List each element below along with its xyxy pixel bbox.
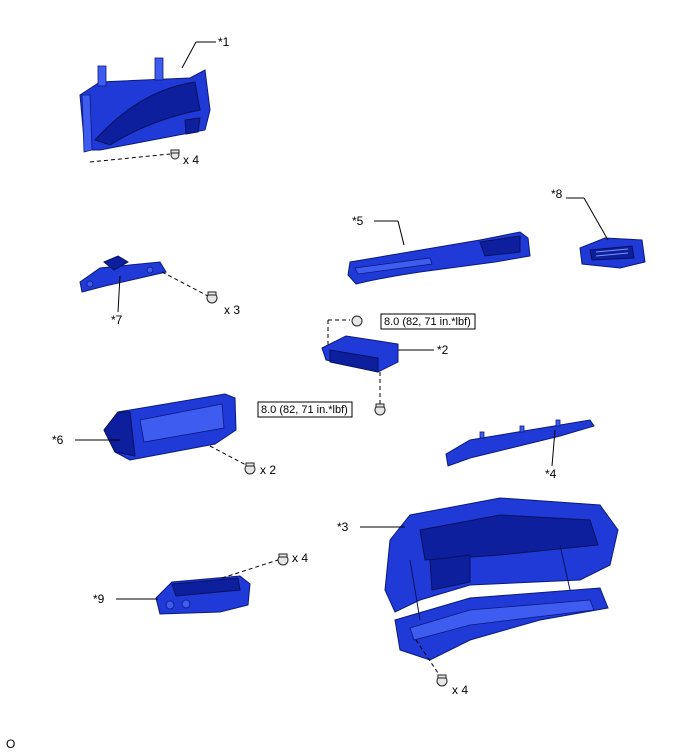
screw-lower-module: [374, 403, 386, 416]
callout-9: *9: [93, 592, 105, 606]
part-8-register: [579, 237, 646, 269]
part-2-module: [321, 335, 399, 373]
qty-meter: x 4: [183, 153, 199, 167]
callout-1: *1: [218, 35, 230, 49]
callout-6: *6: [52, 433, 64, 447]
qty-bracket7: x 3: [224, 303, 240, 317]
part-1-combination-meter: [79, 57, 211, 153]
part-5-instrument-panel-upper: [347, 231, 531, 285]
screw-glovebox: [436, 674, 448, 687]
part-9-switch-panel: [155, 575, 251, 615]
screw-meter: [170, 149, 180, 160]
screw-panel9: [277, 553, 289, 566]
part-3-glove-box: [384, 497, 619, 661]
torque-label-lower: 8.0 (82, 71 in.*lbf): [257, 401, 353, 418]
screw-upper-module: [351, 315, 363, 327]
qty-glovebox: x 4: [452, 683, 468, 697]
part-6-display: [103, 393, 237, 461]
callout-8: *8: [551, 187, 563, 201]
callout-4: *4: [545, 467, 557, 481]
svg-text:8.0 (82, 71 in.*lbf): 8.0 (82, 71 in.*lbf): [384, 316, 471, 328]
qty-display6: x 2: [260, 463, 276, 477]
screw-bracket7: [206, 291, 218, 304]
diagram-code: O: [6, 737, 16, 751]
svg-text:8.0 (82, 71 in.*lbf): 8.0 (82, 71 in.*lbf): [261, 404, 348, 416]
callout-7: *7: [111, 313, 123, 327]
torque-label-upper: 8.0 (82, 71 in.*lbf): [380, 313, 476, 330]
callout-3: *3: [337, 520, 349, 534]
screw-display6: [244, 462, 256, 475]
part-4-lower-trim-strip: [445, 419, 595, 467]
callout-2: *2: [437, 343, 449, 357]
qty-panel9: x 4: [292, 551, 308, 565]
callout-5: *5: [352, 214, 364, 228]
part-7-bracket: [79, 255, 167, 293]
